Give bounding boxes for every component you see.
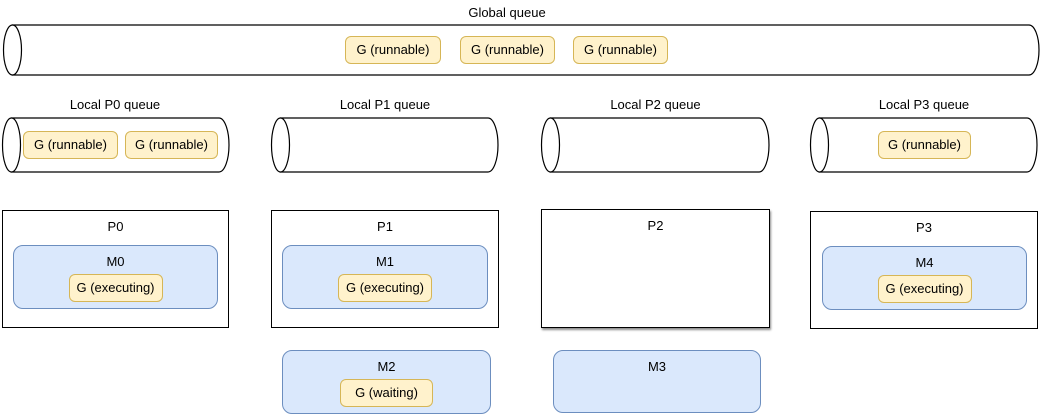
global-queue-label: Global queue xyxy=(468,5,546,20)
machine-box-m2: M2 G (waiting) xyxy=(282,350,491,414)
goroutine-runnable-box: G (runnable) xyxy=(23,131,118,159)
machine-box-m1: M1 G (executing) xyxy=(282,245,488,309)
machine-label: M4 xyxy=(915,255,934,270)
machine-box-m0: M0 G (executing) xyxy=(13,245,218,309)
goroutine-runnable-box: G (runnable) xyxy=(125,131,218,159)
goroutine-waiting-box: G (waiting) xyxy=(340,379,433,407)
local-queue-label-p1: Local P1 queue xyxy=(339,97,431,112)
processor-box-p2: P2 xyxy=(541,209,770,328)
processor-box-p3: P3 M4 G (executing) xyxy=(810,211,1038,329)
goroutine-executing-box: G (executing) xyxy=(338,274,432,302)
goroutine-executing-box: G (executing) xyxy=(877,275,972,303)
goroutine-runnable-box: G (runnable) xyxy=(460,36,555,64)
machine-label: M3 xyxy=(647,359,667,374)
goroutine-runnable-box: G (runnable) xyxy=(573,36,668,64)
machine-label: M0 xyxy=(106,254,125,269)
machine-box-m3: M3 xyxy=(553,350,761,413)
processor-box-p0: P0 M0 G (executing) xyxy=(2,210,229,328)
local-queue-cylinder-p1 xyxy=(270,117,499,173)
local-queue-label-p3: Local P3 queue xyxy=(878,97,970,112)
processor-label: P3 xyxy=(916,220,932,235)
local-queue-cylinder-p2 xyxy=(540,117,770,173)
machine-box-m4: M4 G (executing) xyxy=(822,246,1027,310)
machine-label: M1 xyxy=(375,254,395,269)
processor-label: P1 xyxy=(377,219,393,234)
goroutine-runnable-box: G (runnable) xyxy=(878,131,971,159)
processor-label: P2 xyxy=(647,218,664,233)
goroutine-executing-box: G (executing) xyxy=(68,274,163,302)
goroutine-runnable-box: G (runnable) xyxy=(345,36,441,64)
local-queue-label-p2: Local P2 queue xyxy=(610,97,701,112)
processor-box-p1: P1 M1 G (executing) xyxy=(271,210,499,328)
local-queue-label-p0: Local P0 queue xyxy=(69,97,161,112)
machine-label: M2 xyxy=(377,359,396,374)
processor-label: P0 xyxy=(107,219,124,234)
